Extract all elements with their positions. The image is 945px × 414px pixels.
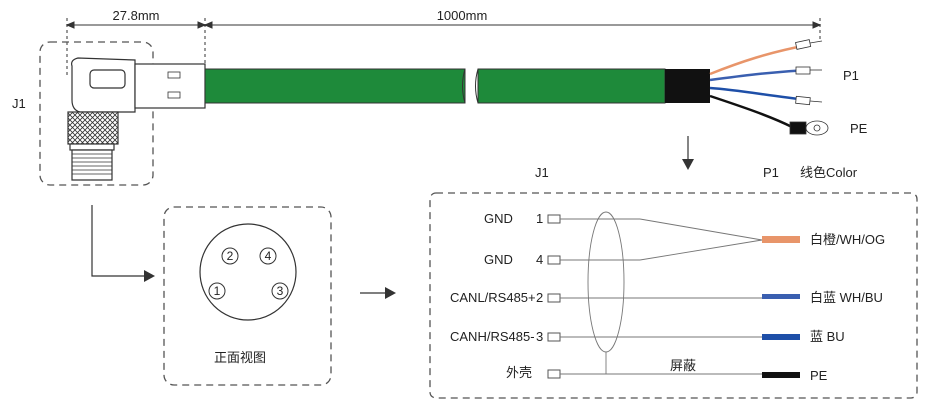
arrow-corner (91, 205, 155, 282)
pin-label: 1 (214, 284, 221, 298)
wire-color-label: 蓝 BU (810, 329, 845, 344)
arrow-down (682, 136, 694, 170)
connector-label: J1 (12, 96, 26, 111)
wire-color-label: PE (810, 368, 828, 383)
front-view-face (199, 223, 297, 321)
dimension-cable: 1000mm (437, 8, 488, 23)
pin-terminals (547, 214, 561, 379)
signal-label: 外壳 (506, 365, 532, 380)
connector-box (39, 41, 154, 186)
wire-color-label: 白橙/WH/OG (810, 232, 885, 247)
connector-drawing (67, 57, 206, 181)
arrow-right (360, 287, 396, 299)
dimension-connector: 27.8mm (113, 8, 160, 23)
cable-body (204, 68, 710, 104)
pin-number: 2 (536, 290, 543, 305)
wiring-header-p1: P1 (763, 165, 779, 180)
signal-label: GND (484, 211, 513, 226)
color-swatches (762, 236, 800, 378)
pin-number: 3 (536, 329, 543, 344)
signal-label: CANH/RS485- (450, 329, 535, 344)
pin-number: 4 (536, 252, 543, 267)
wiring-header-j1: J1 (535, 165, 549, 180)
wire-fanout (709, 43, 809, 129)
front-view-pins (208, 247, 289, 300)
pin-label: 4 (265, 249, 272, 263)
wiring-lines (560, 211, 763, 375)
signal-label: GND (484, 252, 513, 267)
pin-label: 2 (227, 249, 234, 263)
shield-label: 屏蔽 (670, 358, 696, 373)
wire-ferrules (789, 39, 829, 136)
pin-number: 1 (536, 211, 543, 226)
earth-label: PE (850, 121, 868, 136)
wiring-header-color: 线色Color (800, 165, 858, 180)
open-end-label: P1 (843, 68, 859, 83)
pin-label: 3 (277, 284, 284, 298)
wiring-box (429, 192, 918, 399)
front-view-box (163, 206, 332, 386)
front-view-caption: 正面视图 (214, 350, 266, 365)
wire-color-label: 白蓝 WH/BU (810, 290, 883, 305)
signal-label: CANL/RS485+ (450, 290, 536, 305)
